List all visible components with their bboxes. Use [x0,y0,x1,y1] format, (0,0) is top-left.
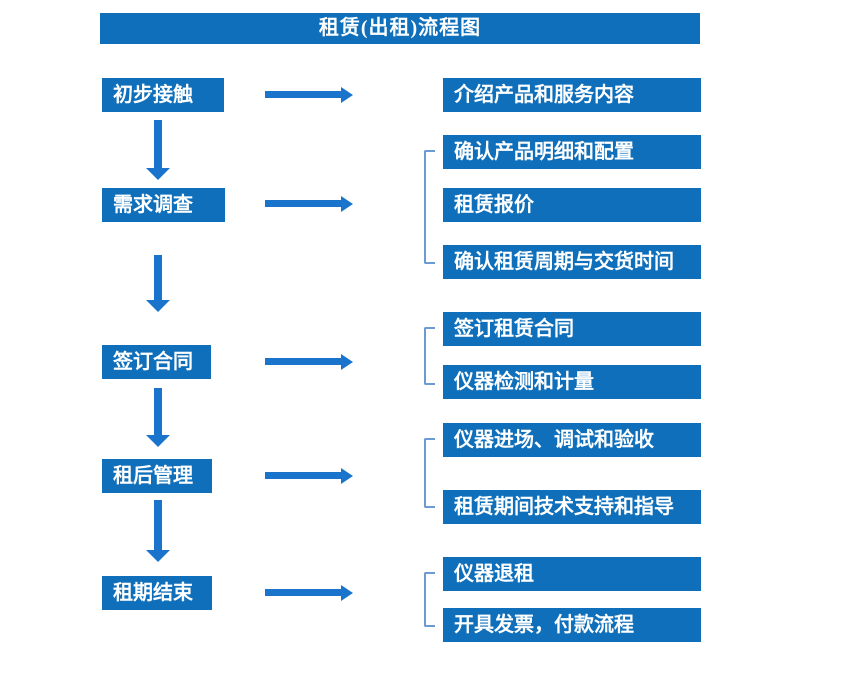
stage-box-sign-contract: 签订合同 [102,345,211,379]
arrow-shaft [265,91,342,98]
arrow-shaft [265,358,342,365]
bracket-group-post-rental [424,438,435,508]
detail-box-tech-support: 租赁期间技术支持和指导 [443,490,701,524]
arrow-head-icon [146,168,170,180]
arrow-shaft [154,255,162,301]
arrow-head-icon [341,468,353,484]
detail-box-rental-quote: 租赁报价 [443,188,701,222]
arrow-shaft [265,472,342,479]
arrow-down-4 [146,500,170,562]
arrow-right-2 [265,196,353,212]
arrow-head-icon [146,550,170,562]
stage-box-rental-end: 租期结束 [102,576,212,610]
detail-box-confirm-config: 确认产品明细和配置 [443,135,701,169]
detail-box-instrument-return: 仪器退租 [443,557,701,591]
stage-box-initial-contact: 初步接触 [102,78,224,112]
arrow-head-icon [146,435,170,447]
arrow-head-icon [341,354,353,370]
arrow-shaft [265,589,342,596]
stage-box-post-rental: 租后管理 [102,459,212,493]
detail-box-invoice-payment: 开具发票，付款流程 [443,608,701,642]
detail-box-instrument-setup: 仪器进场、调试和验收 [443,423,701,457]
bracket-group-rental-end [424,572,435,627]
arrow-right-5 [265,585,353,601]
detail-box-sign-rental-contract: 签订租赁合同 [443,312,701,346]
arrow-right-3 [265,354,353,370]
arrow-head-icon [146,300,170,312]
arrow-right-4 [265,468,353,484]
arrow-shaft [154,500,162,551]
stage-box-needs-survey: 需求调查 [102,188,225,222]
arrow-down-2 [146,255,170,312]
bracket-group-sign-contract [424,327,435,385]
arrow-down-1 [146,120,170,180]
arrow-down-3 [146,388,170,447]
bracket-group-needs-survey [424,150,435,264]
detail-box-confirm-period: 确认租赁周期与交货时间 [443,245,701,279]
arrow-shaft [265,200,342,207]
diagram-title: 租赁(出租)流程图 [100,13,700,44]
arrow-shaft [154,388,162,436]
detail-box-instrument-inspection: 仪器检测和计量 [443,365,701,399]
detail-box-intro-products: 介绍产品和服务内容 [443,78,701,112]
arrow-head-icon [341,585,353,601]
arrow-head-icon [341,196,353,212]
arrow-shaft [154,120,162,169]
arrow-right-1 [265,87,353,103]
arrow-head-icon [341,87,353,103]
